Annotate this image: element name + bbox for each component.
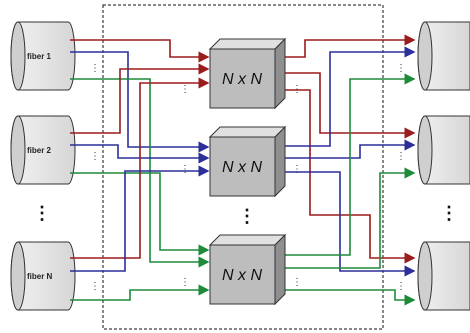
input-connections (70, 39, 210, 301)
switch-n-label: N x N (222, 267, 262, 284)
switch-1: N x N (208, 37, 287, 110)
input-fiber-1: fiber 1 ⋮ (10, 21, 100, 91)
link-f1-red-to-sw1 (70, 39, 210, 63)
link-f2-green-to-swn (70, 172, 210, 256)
switch-n: N x N (208, 233, 287, 306)
link-f2-blue-to-sw2 (70, 144, 210, 164)
output-fiber-n-ellipsis: ⋮ (396, 281, 406, 292)
link-f2-red-to-sw1 (70, 63, 210, 134)
switch-n-output-ellipsis: ⋮ (292, 277, 302, 288)
input-fiber-2: fiber 2 ⋮ (10, 115, 100, 185)
link-sw2-blue-to-out1 (282, 46, 416, 147)
link-swn-green-to-out2 (282, 167, 416, 269)
switch-n-input-ellipsis: ⋮ (180, 277, 190, 288)
link-swn-green-to-outn (282, 289, 416, 306)
fiber-n-label: fiber N (27, 272, 53, 281)
fiber-n-ellipsis: ⋮ (90, 281, 100, 292)
input-fiber-n: fiber N ⋮ (10, 241, 100, 311)
output-fiber-2-ellipsis: ⋮ (396, 151, 406, 162)
switch-2-output-ellipsis: ⋮ (292, 164, 302, 175)
fiber-2-label: fiber 2 (27, 146, 52, 155)
output-connections (282, 34, 416, 306)
switch-2-label: N x N (222, 159, 262, 176)
output-fibers-vertical-ellipsis: ⋮ (440, 203, 458, 223)
output-fiber-2: ⋮ (396, 115, 470, 185)
switch-1-label: N x N (222, 71, 262, 88)
fiber-1-label: fiber 1 (27, 52, 52, 61)
switch-fabric-boundary (102, 4, 384, 330)
link-swn-green-to-out1 (282, 73, 416, 256)
link-sw2-blue-to-outn (282, 171, 416, 277)
fiber-2-ellipsis: ⋮ (90, 151, 100, 162)
output-fiber-1: ⋮ (396, 21, 470, 91)
fiber-1-ellipsis: ⋮ (90, 63, 100, 74)
output-fiber-n: ⋮ (396, 241, 470, 311)
switch-2-input-ellipsis: ⋮ (180, 164, 190, 175)
link-fn-blue-to-sw2 (70, 165, 210, 272)
link-f1-blue-to-sw2 (70, 51, 210, 153)
link-fn-green-to-swn (70, 284, 210, 301)
link-sw1-red-to-out2 (282, 72, 416, 139)
switch-1-output-ellipsis: ⋮ (292, 84, 302, 95)
switch-1-input-ellipsis: ⋮ (180, 84, 190, 95)
link-sw2-blue-to-out2 (282, 139, 416, 159)
output-fiber-1-ellipsis: ⋮ (396, 63, 406, 74)
switches-vertical-ellipsis: ⋮ (238, 206, 256, 226)
input-fibers-vertical-ellipsis: ⋮ (33, 203, 51, 223)
link-sw1-red-to-out1 (282, 34, 416, 58)
switch-2: N x N (208, 125, 287, 198)
